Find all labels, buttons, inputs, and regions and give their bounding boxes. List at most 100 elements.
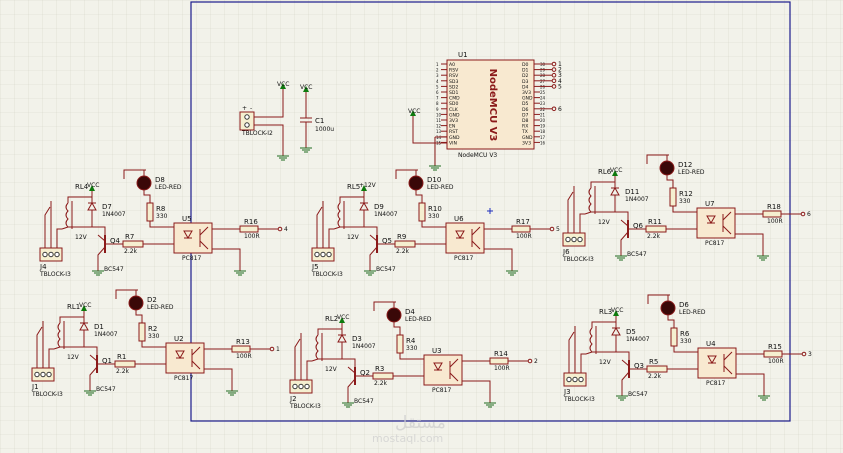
output-net-label: 2 — [534, 358, 538, 365]
led-resistor-ref: R12 — [679, 190, 693, 198]
power-pin-plus: + — [242, 105, 247, 112]
mcu-left-pin-11: 3V3 — [449, 118, 458, 124]
opto-ref: U5 — [182, 215, 192, 223]
output-resistor-ref: R18 — [767, 203, 781, 211]
mcu-ref: U1 — [458, 51, 468, 59]
led-resistor — [418, 202, 426, 222]
mcu-right-pin-num: 20 — [540, 118, 546, 123]
led-value: LED-RED — [678, 169, 705, 176]
led-resistor-value: 330 — [406, 345, 418, 352]
mcu-right-pin-num: 16 — [540, 140, 546, 145]
diode-ref: D9 — [374, 203, 384, 211]
supply-12v-label: 12V — [598, 219, 611, 226]
led-resistor-value: 330 — [679, 198, 691, 205]
output-net-label: 4 — [284, 226, 288, 233]
transistor-ref: Q5 — [382, 237, 392, 245]
diode-ref: D5 — [626, 328, 636, 336]
diode-ref: D3 — [352, 335, 362, 343]
mcu-right-pin-num: 24 — [540, 96, 546, 101]
relay-ref: RL3 — [599, 308, 612, 316]
diode-value: 1N4007 — [374, 211, 398, 218]
terminal-ref: J2 — [289, 395, 297, 403]
power-vcc-label: VCC — [277, 81, 289, 88]
mcu-left-pin-num: 7 — [436, 96, 439, 101]
nodemcu-module[interactable]: U1 NodeMCU V3 NodeMCU V3 A01RSV2RSV3SD34… — [408, 51, 562, 171]
transistor-ref: Q1 — [102, 357, 112, 365]
output-resistor — [763, 350, 783, 358]
mcu-right-pin-7: GND — [522, 96, 533, 102]
mcu-right-pin-1: D0 — [522, 62, 529, 68]
output-resistor — [511, 225, 531, 233]
base-resistor — [394, 240, 416, 248]
base-resistor — [372, 372, 394, 380]
output-net-label: 1 — [276, 346, 280, 353]
relay-ref: RL5 — [347, 183, 360, 191]
mcu-left-pin-13: RST — [449, 129, 458, 135]
mcu-footer: NodeMCU V3 — [458, 152, 497, 159]
output-net-label: 5 — [556, 226, 560, 233]
mcu-left-pin-9: CLK — [449, 107, 459, 113]
cap-vcc-label: VCC — [300, 84, 312, 91]
optocoupler — [423, 354, 463, 386]
mcu-left-pin-num: 12 — [436, 124, 442, 129]
output-resistor-value: 100R — [244, 233, 260, 240]
power-terminal-block[interactable] — [239, 111, 255, 131]
vcc-label: VCC — [79, 302, 91, 309]
mcu-right-pin-2: D1 — [522, 68, 529, 74]
mcu-left-pin-num: 1 — [436, 62, 439, 67]
led-indicator — [136, 175, 152, 191]
base-resistor-ref: R3 — [375, 365, 384, 373]
vcc-label: VCC — [610, 167, 622, 174]
base-resistor-value: 2.2k — [124, 248, 138, 255]
mcu-left-pin-num: 13 — [436, 129, 442, 134]
led-resistor-ref: R2 — [148, 325, 157, 333]
terminal-ref: J5 — [311, 263, 319, 271]
capacitor-value: 1000u — [315, 126, 334, 133]
watermark: مستقل mostaql.com — [372, 413, 446, 445]
output-resistor-ref: R14 — [494, 350, 508, 358]
transistor-value: BC547 — [104, 266, 124, 273]
diode-ref: D11 — [625, 188, 639, 196]
opto-ref: U4 — [706, 340, 716, 348]
mcu-left-pin-num: 10 — [436, 112, 442, 117]
output-resistor-ref: R15 — [768, 343, 782, 351]
sheet-frame — [190, 1, 791, 422]
vcc-label: VCC — [611, 307, 623, 314]
output-resistor — [239, 225, 259, 233]
relay-coil — [315, 334, 319, 360]
mcu-right-pin-num: 21 — [540, 112, 546, 117]
led-ref: D8 — [155, 176, 165, 184]
mcu-vcc-label: VCC — [408, 108, 420, 115]
led-resistor-ref: R8 — [156, 205, 165, 213]
led-ref: D12 — [678, 161, 692, 169]
output-resistor — [762, 210, 782, 218]
output-resistor-value: 100R — [516, 233, 532, 240]
mcu-right-pin-num: 17 — [540, 135, 546, 140]
transistor-ref: Q2 — [360, 369, 370, 377]
terminal-value: TBLOCK-I3 — [562, 256, 594, 263]
mcu-right-pin-12: RX — [522, 124, 528, 130]
terminal-ref: J4 — [39, 263, 47, 271]
led-resistor-value: 330 — [148, 333, 160, 340]
base-resistor-value: 2.2k — [648, 373, 662, 380]
led-resistor — [146, 202, 154, 222]
transistor-value: BC547 — [354, 398, 374, 405]
output-net-label: 3 — [808, 351, 812, 358]
mcu-left-pin-1: A0 — [449, 62, 455, 68]
mcu-right-pin-6: 3V3 — [522, 90, 531, 96]
transistor-value: BC547 — [627, 251, 647, 258]
relay-coil — [589, 327, 593, 353]
terminal-ref: J6 — [562, 248, 570, 256]
output-resistor-ref: R13 — [236, 338, 250, 346]
mcu-net-label: 3 — [558, 72, 562, 79]
base-resistor — [646, 365, 668, 373]
led-value: LED-RED — [679, 309, 706, 316]
output-resistor-value: 100R — [236, 353, 252, 360]
output-net-label: 6 — [807, 211, 811, 218]
led-value: LED-RED — [427, 184, 454, 191]
optocoupler — [696, 207, 736, 239]
